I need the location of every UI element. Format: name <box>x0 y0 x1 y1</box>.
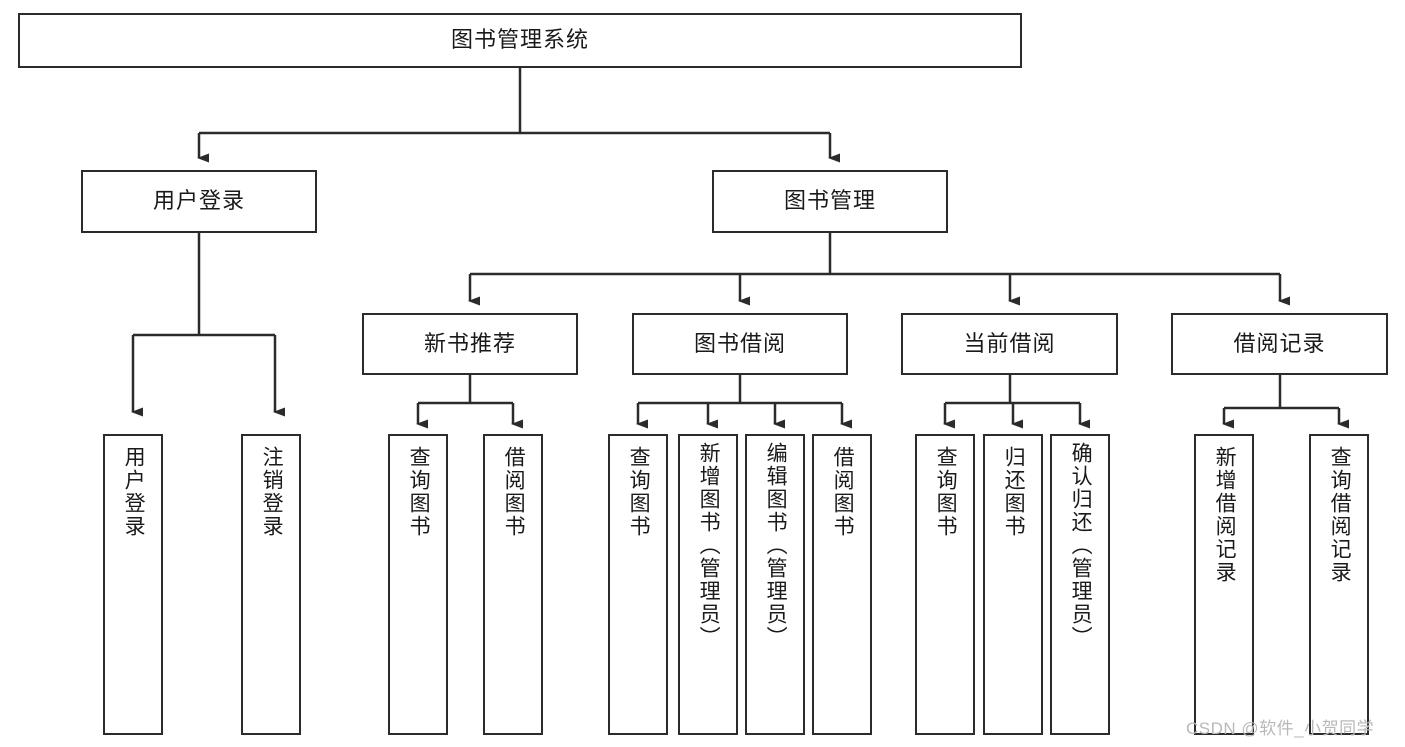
node-user-login[interactable]: 用户登录 <box>81 170 317 233</box>
node-current-borrow[interactable]: 当前借阅 <box>901 313 1118 375</box>
leaf-user-login-logout[interactable]: 注销登录 <box>241 434 301 735</box>
leaf-book-borrow-add-book-admin[interactable]: 新增图书（管理员） <box>678 434 738 735</box>
leaf-borrow-record-add-record[interactable]: 新增借阅记录 <box>1194 434 1254 735</box>
leaf-current-borrow-query-book[interactable]: 查询图书 <box>915 434 975 735</box>
leaf-book-borrow-edit-book-admin[interactable]: 编辑图书（管理员） <box>745 434 805 735</box>
node-borrow-record[interactable]: 借阅记录 <box>1171 313 1388 375</box>
node-new-book-recommend[interactable]: 新书推荐 <box>362 313 578 375</box>
node-root-book-management-system[interactable]: 图书管理系统 <box>18 13 1022 68</box>
node-book-borrow[interactable]: 图书借阅 <box>632 313 848 375</box>
leaf-new-book-query-book[interactable]: 查询图书 <box>388 434 448 735</box>
leaf-current-borrow-confirm-return-admin[interactable]: 确认归还（管理员） <box>1050 434 1110 735</box>
leaf-current-borrow-return-book[interactable]: 归还图书 <box>983 434 1043 735</box>
leaf-book-borrow-borrow-book[interactable]: 借阅图书 <box>812 434 872 735</box>
leaf-new-book-borrow-book[interactable]: 借阅图书 <box>483 434 543 735</box>
leaf-book-borrow-query-book[interactable]: 查询图书 <box>608 434 668 735</box>
watermark-text: CSDN @软件_小贺同学 <box>1186 719 1375 738</box>
node-book-management[interactable]: 图书管理 <box>712 170 948 233</box>
leaf-borrow-record-query-record[interactable]: 查询借阅记录 <box>1309 434 1369 735</box>
leaf-user-login-login[interactable]: 用户登录 <box>103 434 163 735</box>
